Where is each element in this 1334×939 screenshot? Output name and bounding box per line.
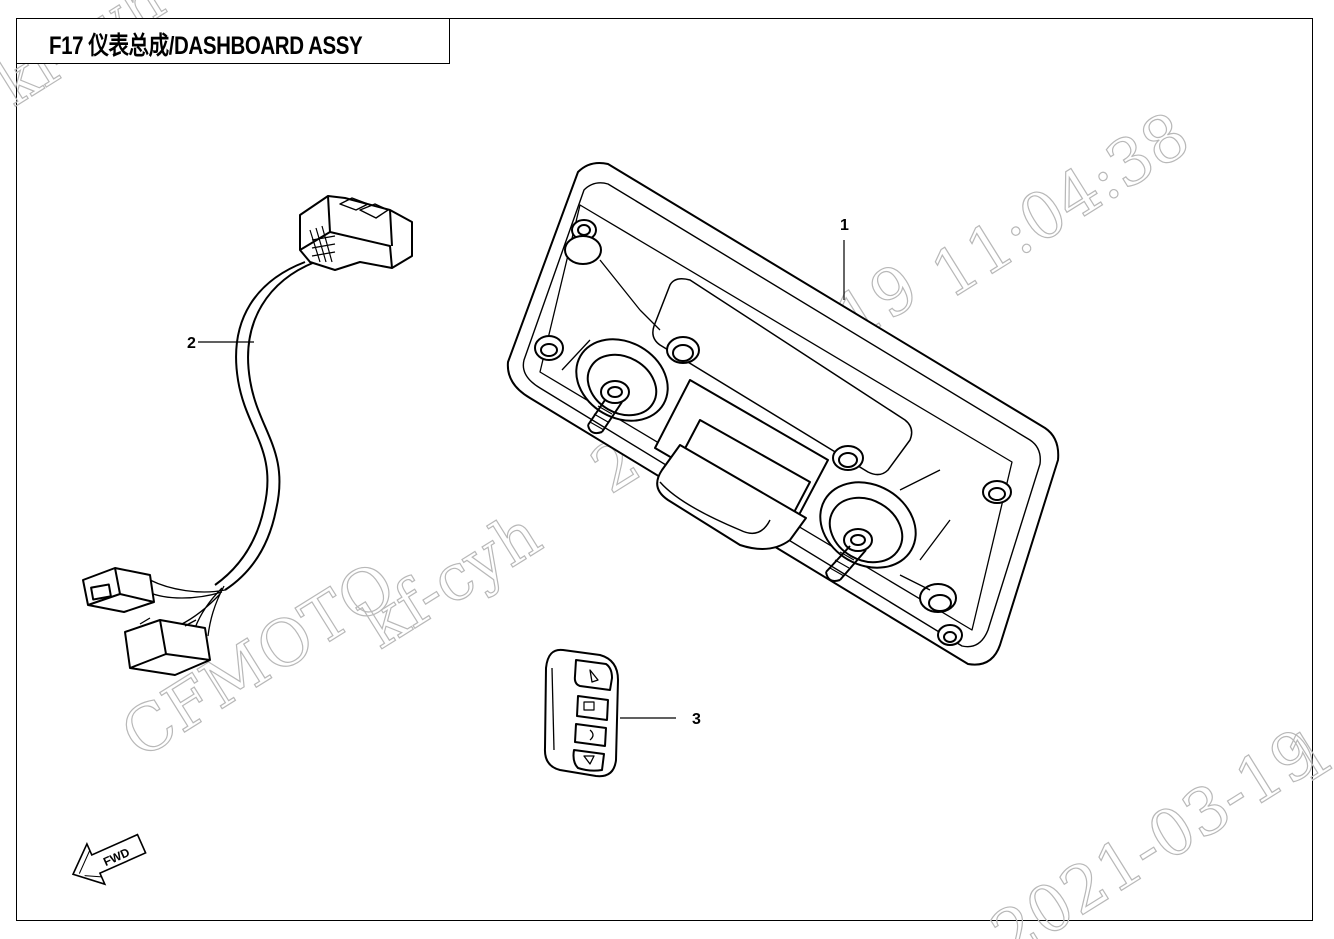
callout-2: 2 bbox=[187, 335, 254, 352]
watermark-time: 11:04:38 bbox=[919, 98, 1202, 313]
dashboard-assy-part[interactable] bbox=[506, 162, 1060, 666]
fwd-arrow-icon: FWD bbox=[71, 833, 147, 886]
watermark-user: kf-cyh bbox=[349, 497, 554, 663]
drawing-frame bbox=[16, 18, 1313, 921]
callout-3-label: 3 bbox=[692, 711, 701, 728]
wire-harness-part[interactable] bbox=[82, 195, 413, 676]
callout-1-label: 1 bbox=[840, 217, 849, 234]
callout-2-label: 2 bbox=[187, 335, 196, 352]
watermark-date-bottom: 2021-03-19 bbox=[979, 715, 1331, 939]
handlebar-switch-part[interactable] bbox=[543, 648, 619, 778]
callout-1: 1 bbox=[840, 217, 849, 300]
title-box: F17 仪表总成/DASHBOARD ASSY bbox=[16, 18, 450, 64]
callout-3: 3 bbox=[620, 711, 701, 728]
page-title: F17 仪表总成/DASHBOARD ASSY bbox=[49, 32, 363, 60]
